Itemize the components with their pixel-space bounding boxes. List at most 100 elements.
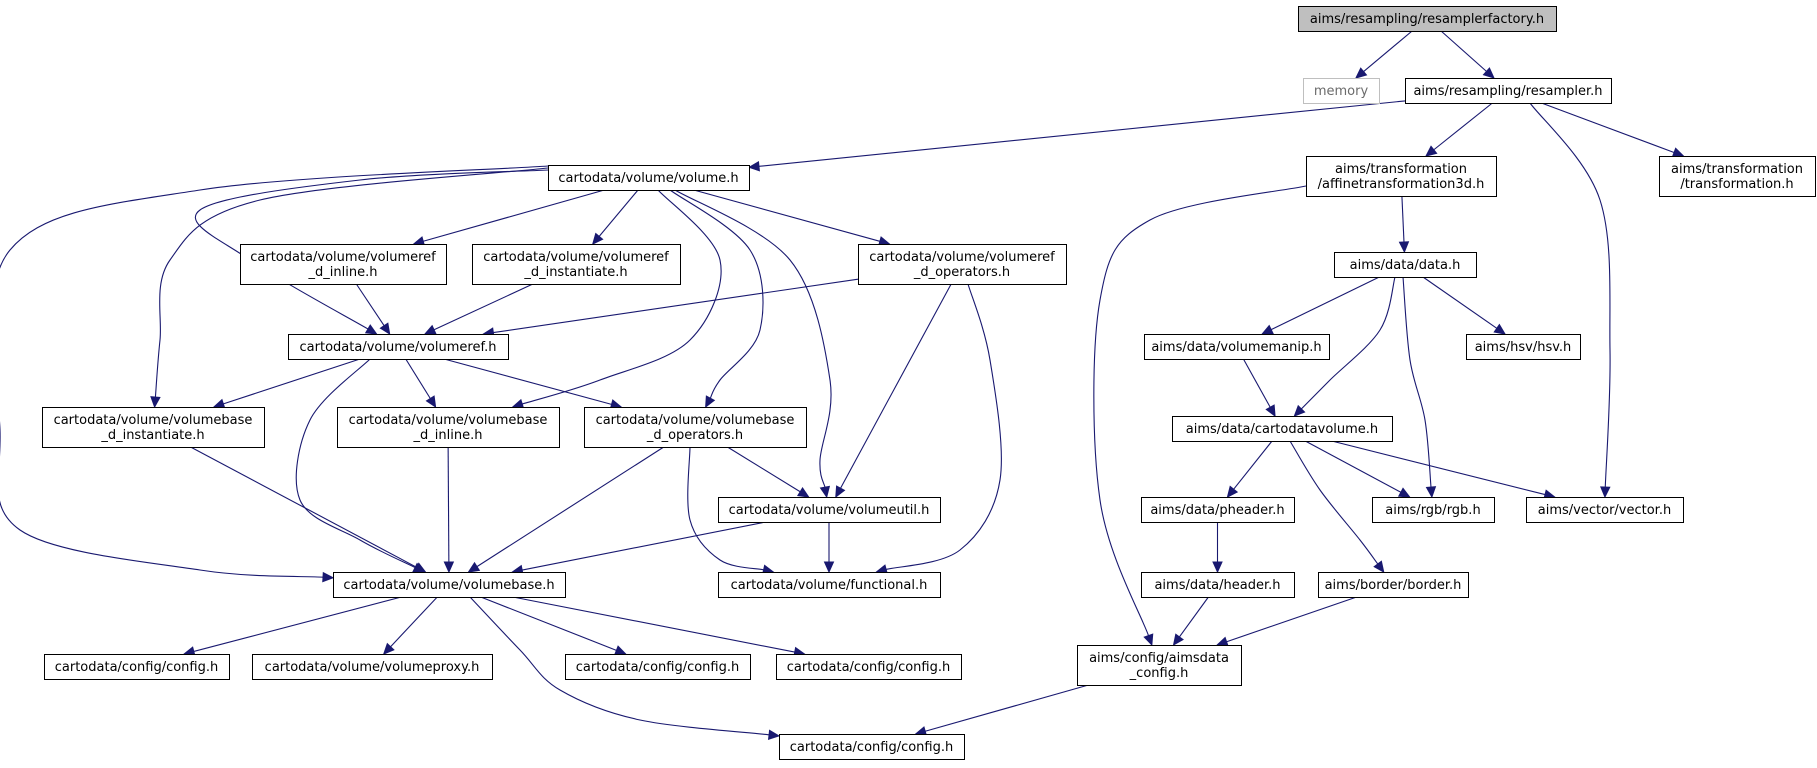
arrowhead bbox=[1215, 636, 1229, 647]
node-label: cartodata/volume/volumeutil.h bbox=[729, 503, 930, 518]
node-label: aims/transformation bbox=[1671, 162, 1803, 177]
node-hsv[interactable]: aims/hsv/hsv.h bbox=[1466, 334, 1581, 360]
node-label: aims/hsv/hsv.h bbox=[1475, 340, 1572, 355]
arrowhead bbox=[467, 561, 481, 573]
edge-line bbox=[687, 446, 764, 571]
node-box bbox=[1405, 78, 1612, 104]
node-resamplerfactory[interactable]: aims/resampling/resamplerfactory.h bbox=[1298, 6, 1557, 32]
arrowhead bbox=[835, 485, 846, 499]
edge-line bbox=[469, 596, 770, 736]
edge-line bbox=[295, 358, 416, 569]
edge-data-to-volumemanip bbox=[1261, 276, 1380, 335]
node-header[interactable]: aims/data/header.h bbox=[1141, 572, 1295, 598]
edge-volumebase_d_operators-to-volumebase bbox=[467, 446, 665, 573]
node-box bbox=[1306, 156, 1497, 197]
node-cartodatavolume[interactable]: aims/data/cartodatavolume.h bbox=[1172, 416, 1393, 442]
edge-resampler-to-affinetransformation3d bbox=[1425, 102, 1493, 157]
node-volumebase[interactable]: cartodata/volume/volumebase.h bbox=[333, 572, 566, 598]
node-aimsdata-config[interactable]: aims/config/aimsdata_config.h bbox=[1077, 645, 1242, 686]
arrowhead bbox=[1425, 486, 1437, 499]
node-resampler[interactable]: aims/resampling/resampler.h bbox=[1405, 78, 1612, 104]
node-pheader[interactable]: aims/data/pheader.h bbox=[1141, 497, 1295, 523]
edge-line bbox=[693, 189, 881, 242]
edge-line bbox=[727, 446, 801, 493]
edge-resampler-to-volume bbox=[747, 100, 1406, 172]
edge-volumebase-to-config_4 bbox=[469, 596, 781, 740]
edge-volume-to-volumebase bbox=[0, 165, 549, 583]
node-volumebase-d-inline[interactable]: cartodata/volume/volumebase_d_inline.h bbox=[337, 407, 560, 448]
node-memory[interactable]: memory bbox=[1303, 78, 1380, 104]
node-data[interactable]: aims/data/data.h bbox=[1334, 252, 1477, 278]
edge-volume-to-volumebase_d_inline bbox=[511, 189, 722, 409]
node-transformation[interactable]: aims/transformation/transformation.h bbox=[1659, 156, 1816, 197]
node-volumeref-d-inline[interactable]: cartodata/volume/volumeref_d_inline.h bbox=[240, 244, 447, 285]
node-volumeref-d-instantiate[interactable]: cartodata/volume/volumeref_d_instantiate… bbox=[472, 244, 681, 285]
node-box bbox=[718, 572, 941, 598]
arrowhead bbox=[1354, 67, 1368, 79]
node-label: cartodata/config/config.h bbox=[576, 660, 739, 675]
node-volumeref-d-operators[interactable]: cartodata/volume/volumeref_d_operators.h bbox=[858, 244, 1067, 285]
node-volumeutil[interactable]: cartodata/volume/volumeutil.h bbox=[718, 497, 941, 523]
node-vector[interactable]: aims/vector/vector.h bbox=[1526, 497, 1684, 523]
edge-aimsdata_config-to-config_4 bbox=[914, 684, 1089, 737]
arrowhead bbox=[150, 396, 161, 409]
edge-line bbox=[355, 283, 385, 326]
edge-line bbox=[390, 596, 438, 648]
edge-line bbox=[758, 100, 1406, 167]
edge-pheader-to-header bbox=[1212, 522, 1223, 574]
edge-volumeref_d_operators-to-functional bbox=[875, 283, 1002, 575]
node-label: aims/data/header.h bbox=[1154, 578, 1280, 593]
edge-line bbox=[1289, 440, 1379, 565]
arrowhead bbox=[1212, 561, 1223, 574]
node-box bbox=[337, 407, 560, 448]
edge-line bbox=[674, 189, 832, 488]
edge-line bbox=[433, 283, 534, 331]
edge-resamplerfactory-to-memory bbox=[1354, 30, 1413, 79]
node-volumeref[interactable]: cartodata/volume/volumeref.h bbox=[288, 334, 509, 360]
node-config-3[interactable]: cartodata/config/config.h bbox=[776, 654, 962, 680]
node-volumeproxy[interactable]: cartodata/volume/volumeproxy.h bbox=[252, 654, 493, 680]
arrowhead bbox=[747, 161, 760, 172]
node-volume[interactable]: cartodata/volume/volume.h bbox=[548, 165, 750, 191]
node-rgb[interactable]: aims/rgb/rgb.h bbox=[1372, 497, 1495, 523]
node-box bbox=[584, 407, 807, 448]
arrowhead bbox=[767, 729, 781, 740]
node-config-2[interactable]: cartodata/config/config.h bbox=[565, 654, 751, 680]
node-label: aims/transformation bbox=[1335, 162, 1467, 177]
node-label: aims/resampling/resampler.h bbox=[1413, 84, 1602, 99]
edge-volumeref_d_operators-to-volumeutil bbox=[835, 283, 952, 499]
edge-volumeutil-to-volumebase bbox=[511, 521, 766, 576]
edge-volume-to-volumebase_d_instantiate bbox=[150, 167, 549, 409]
node-volumebase-d-operators[interactable]: cartodata/volume/volumebase_d_operators.… bbox=[584, 407, 807, 448]
edge-line bbox=[1233, 440, 1273, 490]
node-box bbox=[1141, 497, 1295, 523]
node-volumemanip[interactable]: aims/data/volumemanip.h bbox=[1144, 334, 1330, 360]
node-volumebase-d-instantiate[interactable]: cartodata/volume/volumebase_d_instantiat… bbox=[42, 407, 265, 448]
node-label: _d_instantiate.h bbox=[523, 265, 627, 280]
node-config-1[interactable]: cartodata/config/config.h bbox=[44, 654, 230, 680]
node-label: _config.h bbox=[1129, 666, 1189, 681]
node-border[interactable]: aims/border/border.h bbox=[1318, 572, 1469, 598]
edge-volumeref_d_instantiate-to-volumeref bbox=[423, 283, 534, 335]
node-affinetransformation3d[interactable]: aims/transformation/affinetransformation… bbox=[1306, 156, 1497, 197]
edge-volumeref-to-volumebase bbox=[295, 358, 426, 573]
edge-line bbox=[447, 446, 450, 563]
node-label: cartodata/volume/volumeref bbox=[869, 250, 1055, 265]
node-label: cartodata/volume/volumebase bbox=[349, 413, 548, 428]
arrowhead bbox=[1143, 633, 1154, 647]
arrowhead bbox=[1493, 323, 1507, 335]
edge-volume-to-volumeref_d_operators bbox=[693, 189, 891, 247]
edge-line bbox=[405, 358, 431, 399]
nodes-layer: aims/resampling/resamplerfactory.h memory… bbox=[42, 6, 1816, 760]
arrowhead bbox=[212, 398, 226, 409]
edge-line bbox=[1363, 30, 1413, 73]
arrowhead bbox=[823, 561, 835, 574]
arrowhead bbox=[591, 232, 604, 245]
node-functional[interactable]: cartodata/volume/functional.h bbox=[718, 572, 941, 598]
edge-line bbox=[522, 189, 722, 405]
node-label: aims/data/cartodatavolume.h bbox=[1186, 422, 1378, 437]
node-box bbox=[288, 334, 509, 360]
arrowhead bbox=[1397, 487, 1411, 498]
edge-volumeutil-to-functional bbox=[823, 522, 835, 574]
node-config-4[interactable]: cartodata/config/config.h bbox=[779, 734, 965, 760]
